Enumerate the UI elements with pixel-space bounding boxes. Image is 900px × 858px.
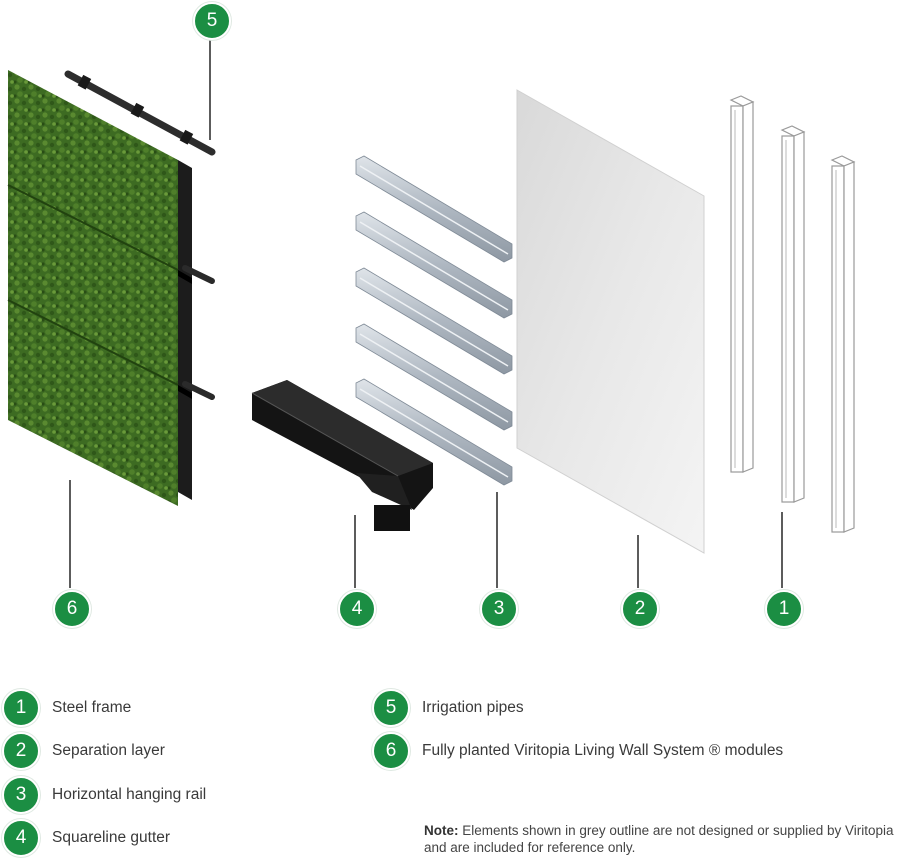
note-prefix: Note:	[424, 823, 459, 838]
legend-item-2: 2 Separation layer	[2, 731, 165, 771]
leader-lines	[69, 36, 783, 588]
legend-label-steel-frame: Steel frame	[52, 699, 132, 716]
legend-label-gutter: Squareline gutter	[52, 829, 171, 846]
legend-item-1: 1 Steel frame	[2, 688, 131, 728]
legend-badge-3: 3	[2, 776, 40, 814]
squareline-gutter	[251, 380, 433, 531]
legend-item-6: 6 Fully planted Viritopia Living Wall Sy…	[372, 731, 783, 771]
legend-item-5: 5 Irrigation pipes	[372, 688, 524, 728]
callout-badge-6: 6	[53, 590, 91, 628]
horizontal-hanging-rails	[355, 155, 513, 486]
legend-item-4: 4 Squareline gutter	[2, 818, 170, 858]
legend-badge-2: 2	[2, 732, 40, 770]
legend-item-3: 3 Horizontal hanging rail	[2, 775, 206, 815]
assembly-illustration	[7, 36, 856, 588]
legend-badge-5: 5	[372, 689, 410, 727]
callout-badge-5: 5	[193, 2, 231, 40]
living-wall-modules	[7, 70, 215, 506]
callout-badge-1: 1	[765, 590, 803, 628]
legend-label-separation-layer: Separation layer	[52, 742, 165, 759]
legend-label-irrigation-pipes: Irrigation pipes	[422, 699, 524, 716]
separation-layer-panel	[516, 89, 705, 554]
steel-frame-posts	[729, 95, 856, 533]
callout-badge-4: 4	[338, 590, 376, 628]
legend-badge-6: 6	[372, 732, 410, 770]
legend-label-hanging-rail: Horizontal hanging rail	[52, 786, 207, 803]
exploded-assembly-diagram: 5 6 4 3 2 1	[7, 2, 856, 628]
irrigation-pipe	[64, 70, 216, 156]
legend-badge-4: 4	[2, 819, 40, 857]
reference-note: Note: Elements shown in grey outline are…	[424, 822, 894, 856]
callout-badge-2: 2	[621, 590, 659, 628]
legend-badge-1: 1	[2, 689, 40, 727]
note-text: Elements shown in grey outline are not d…	[424, 823, 894, 855]
legend-label-living-wall-modules: Fully planted Viritopia Living Wall Syst…	[422, 742, 784, 759]
callout-badge-3: 3	[480, 590, 518, 628]
